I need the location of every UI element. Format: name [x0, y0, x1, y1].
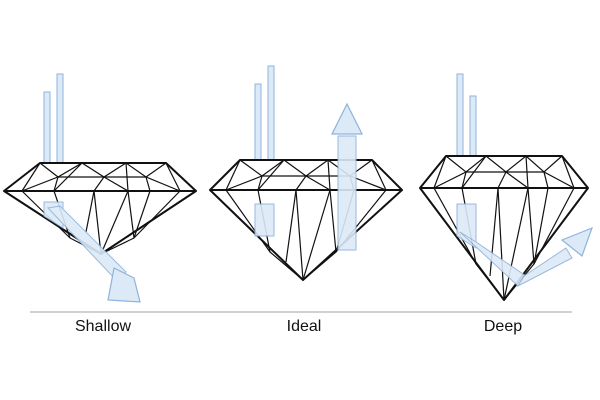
deep-label: Deep	[483, 318, 523, 335]
deep-diamond	[419, 155, 589, 301]
deep-diamond-group	[419, 73, 594, 301]
shallow-exit-arrow-icon	[107, 267, 141, 303]
ideal-diamond-group	[209, 65, 403, 281]
shallow-facets	[3, 162, 197, 255]
shallow-label: Shallow	[74, 318, 132, 335]
deep-exit-arrow-icon	[560, 226, 594, 257]
shallow-light-path	[43, 201, 127, 281]
ideal-diamond	[209, 159, 403, 281]
ideal-label: Ideal	[286, 318, 322, 335]
ideal-light-path	[254, 135, 357, 251]
ideal-exit-arrow-icon	[331, 102, 363, 135]
shallow-diamond-group	[3, 73, 197, 303]
deep-light-path	[456, 203, 573, 288]
